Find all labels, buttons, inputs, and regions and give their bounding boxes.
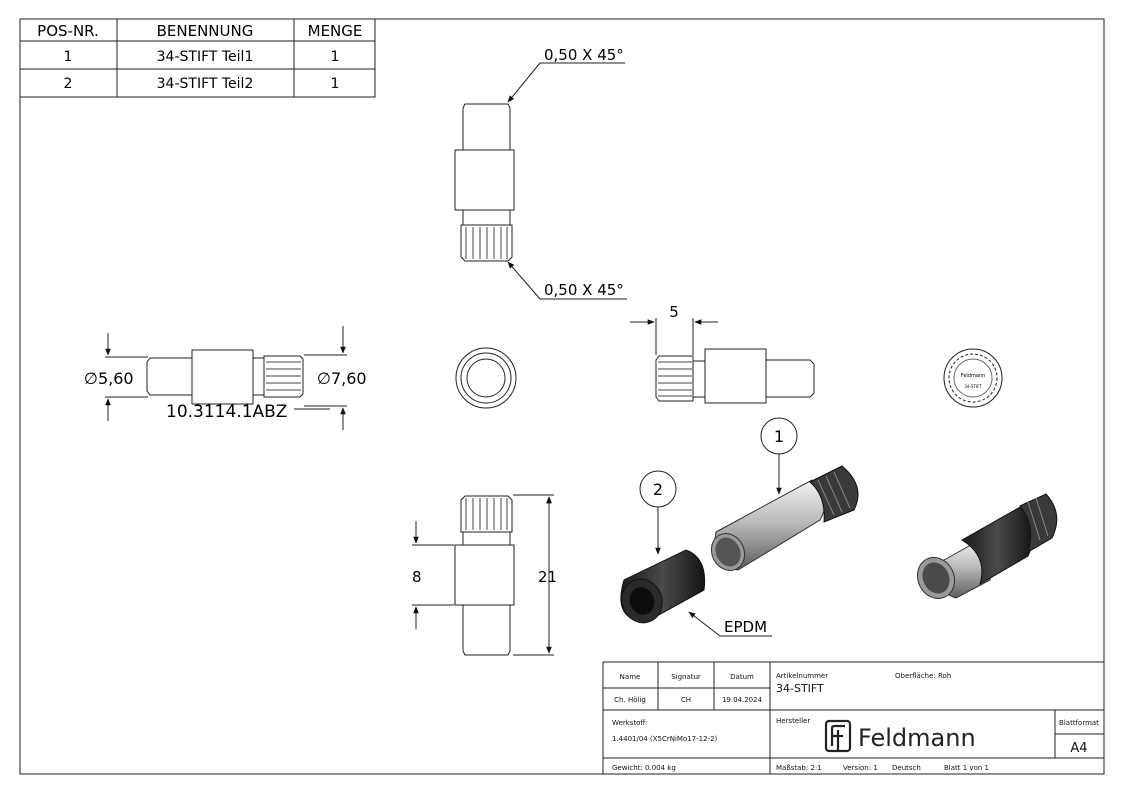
title-block [602, 661, 1105, 775]
tb-material-header: Werkstoff: [612, 719, 648, 727]
epdm-callout: EPDM [688, 611, 772, 637]
front-end-view [455, 347, 517, 409]
knurl-length-label: 5 [669, 303, 679, 321]
bom-header-name: BENENNUNG [157, 22, 254, 40]
top-view-pin [454, 103, 515, 262]
tb-name: Ch. Hölig [614, 696, 646, 704]
bom-table: POS-NR. BENENNUNG MENGE 1 34-STIFT Teil1… [19, 18, 376, 98]
bom-row-1-name: 34-STIFT Teil1 [157, 49, 254, 65]
part-number-label: 10.3114.1ABZ [166, 402, 287, 422]
bom-row-2-pos: 2 [64, 76, 73, 92]
tb-date: 19.04.2024 [722, 696, 763, 704]
tb-material: 1.4401/04 (X5CrNiMo17-12-2) [612, 735, 718, 743]
chamfer-top-label: 0,50 X 45° [544, 46, 624, 64]
knurl-length-dimension [630, 318, 718, 355]
height-21-label: 21 [538, 568, 557, 586]
feldmann-logo: Feldmann [824, 719, 976, 753]
left-view-pin [146, 349, 304, 405]
chamfer-top-callout: 0,50 X 45° [507, 46, 625, 103]
dia-left-dimension [105, 333, 148, 421]
tb-scale: Maßstab: 2:1 [776, 764, 822, 772]
balloon-1-label: 1 [774, 427, 784, 446]
tb-version: Version: 1 [843, 764, 878, 772]
bom-row-2-qty: 1 [331, 76, 340, 92]
iso-pin-part1 [710, 465, 859, 571]
dia-right-dimension [304, 326, 347, 430]
chamfer-bottom-label: 0,50 X 45° [544, 281, 624, 299]
tb-maker-header: Hersteller [776, 717, 810, 725]
back-end-view [943, 348, 1003, 408]
tb-format: A4 [1070, 741, 1087, 756]
bom-header-qty: MENGE [308, 22, 363, 40]
iso-sleeve-part2 [620, 549, 706, 624]
bom-row-1-pos: 1 [64, 49, 73, 65]
chamfer-bottom-callout: 0,50 X 45° [507, 261, 627, 300]
balloon-2-label: 2 [653, 480, 663, 499]
height-8-dimension [412, 521, 454, 629]
bom-header-pos: POS-NR. [37, 22, 99, 40]
epdm-label: EPDM [724, 618, 767, 636]
bottom-view-pin [454, 495, 515, 656]
height-21-dimension [513, 494, 554, 656]
title-block-text: Name Signatur Datum Ch. Hölig CH 19.04.2… [612, 672, 1099, 772]
tb-language: Deutsch [892, 764, 921, 772]
bom-row-1-qty: 1 [331, 49, 340, 65]
balloon-1: 1 [760, 417, 798, 495]
end-view-logo-code: 34-STIFT [964, 384, 982, 389]
tb-format-header: Blattformat [1059, 719, 1099, 727]
part-number-callout: 10.3114.1ABZ [166, 402, 330, 422]
iso-assembly [916, 493, 1058, 599]
tb-sig: CH [681, 696, 691, 704]
tb-name-header: Name [620, 673, 641, 681]
height-8-label: 8 [412, 568, 422, 586]
tb-article: 34-STIFT [776, 682, 824, 695]
tb-sig-header: Signatur [671, 673, 701, 681]
tb-sheet: Blatt 1 von 1 [944, 764, 989, 772]
bom-row-2-name: 34-STIFT Teil2 [157, 76, 254, 92]
tb-article-header: Artikelnummer [776, 672, 828, 680]
balloon-2: 2 [639, 470, 677, 555]
right-view-pin [655, 348, 815, 404]
tb-date-header: Datum [730, 673, 754, 681]
tb-weight: Gewicht: 0.004 kg [612, 764, 676, 772]
feldmann-logo-text: Feldmann [858, 724, 976, 752]
tb-surface: Oberfläche: Roh [895, 672, 951, 680]
dia-right-label: ∅7,60 [317, 369, 367, 388]
sheet-border [19, 18, 1105, 775]
end-view-logo-brand: Feldmann [961, 373, 986, 379]
dia-left-label: ∅5,60 [84, 369, 134, 388]
